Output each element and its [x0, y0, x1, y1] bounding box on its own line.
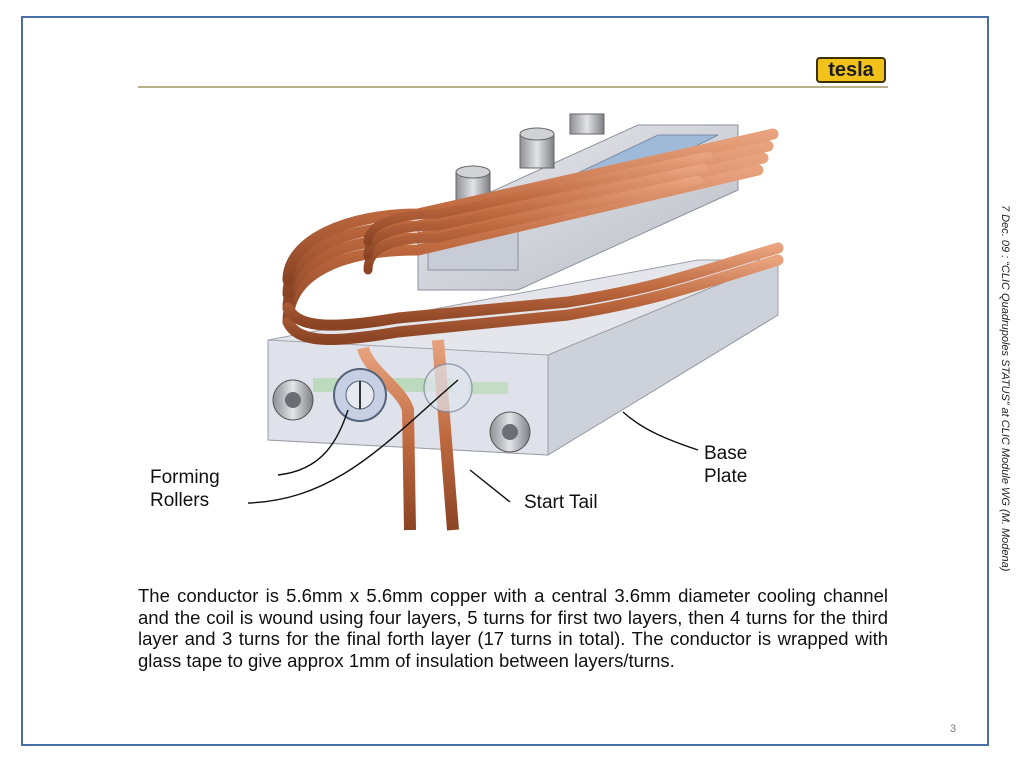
header-rule — [138, 86, 888, 88]
label-base-line1: Base — [704, 443, 748, 464]
label-forming-line2: Rollers — [150, 490, 210, 511]
description-paragraph: The conductor is 5.6mm x 5.6mm copper wi… — [138, 585, 888, 671]
copper-coil — [282, 128, 784, 345]
page-number: 3 — [950, 723, 957, 735]
tesla-logo: tesla — [816, 57, 886, 83]
coil-figure: Forming Rollers Base Plate Start Tail — [138, 110, 888, 550]
side-bolts — [272, 379, 531, 453]
side-note-text: 7 Dec. 09 : “CLIC Quadrupoles STATUS” at… — [999, 205, 1011, 572]
label-forming-line1: Forming — [150, 467, 220, 488]
label-base-line2: Plate — [704, 466, 748, 487]
side-note: 7 Dec. 09 : “CLIC Quadrupoles STATUS” at… — [994, 205, 1016, 625]
leader-lines — [247, 379, 699, 504]
coil-illustration — [247, 113, 784, 531]
label-start-tail: Start Tail — [524, 492, 598, 513]
